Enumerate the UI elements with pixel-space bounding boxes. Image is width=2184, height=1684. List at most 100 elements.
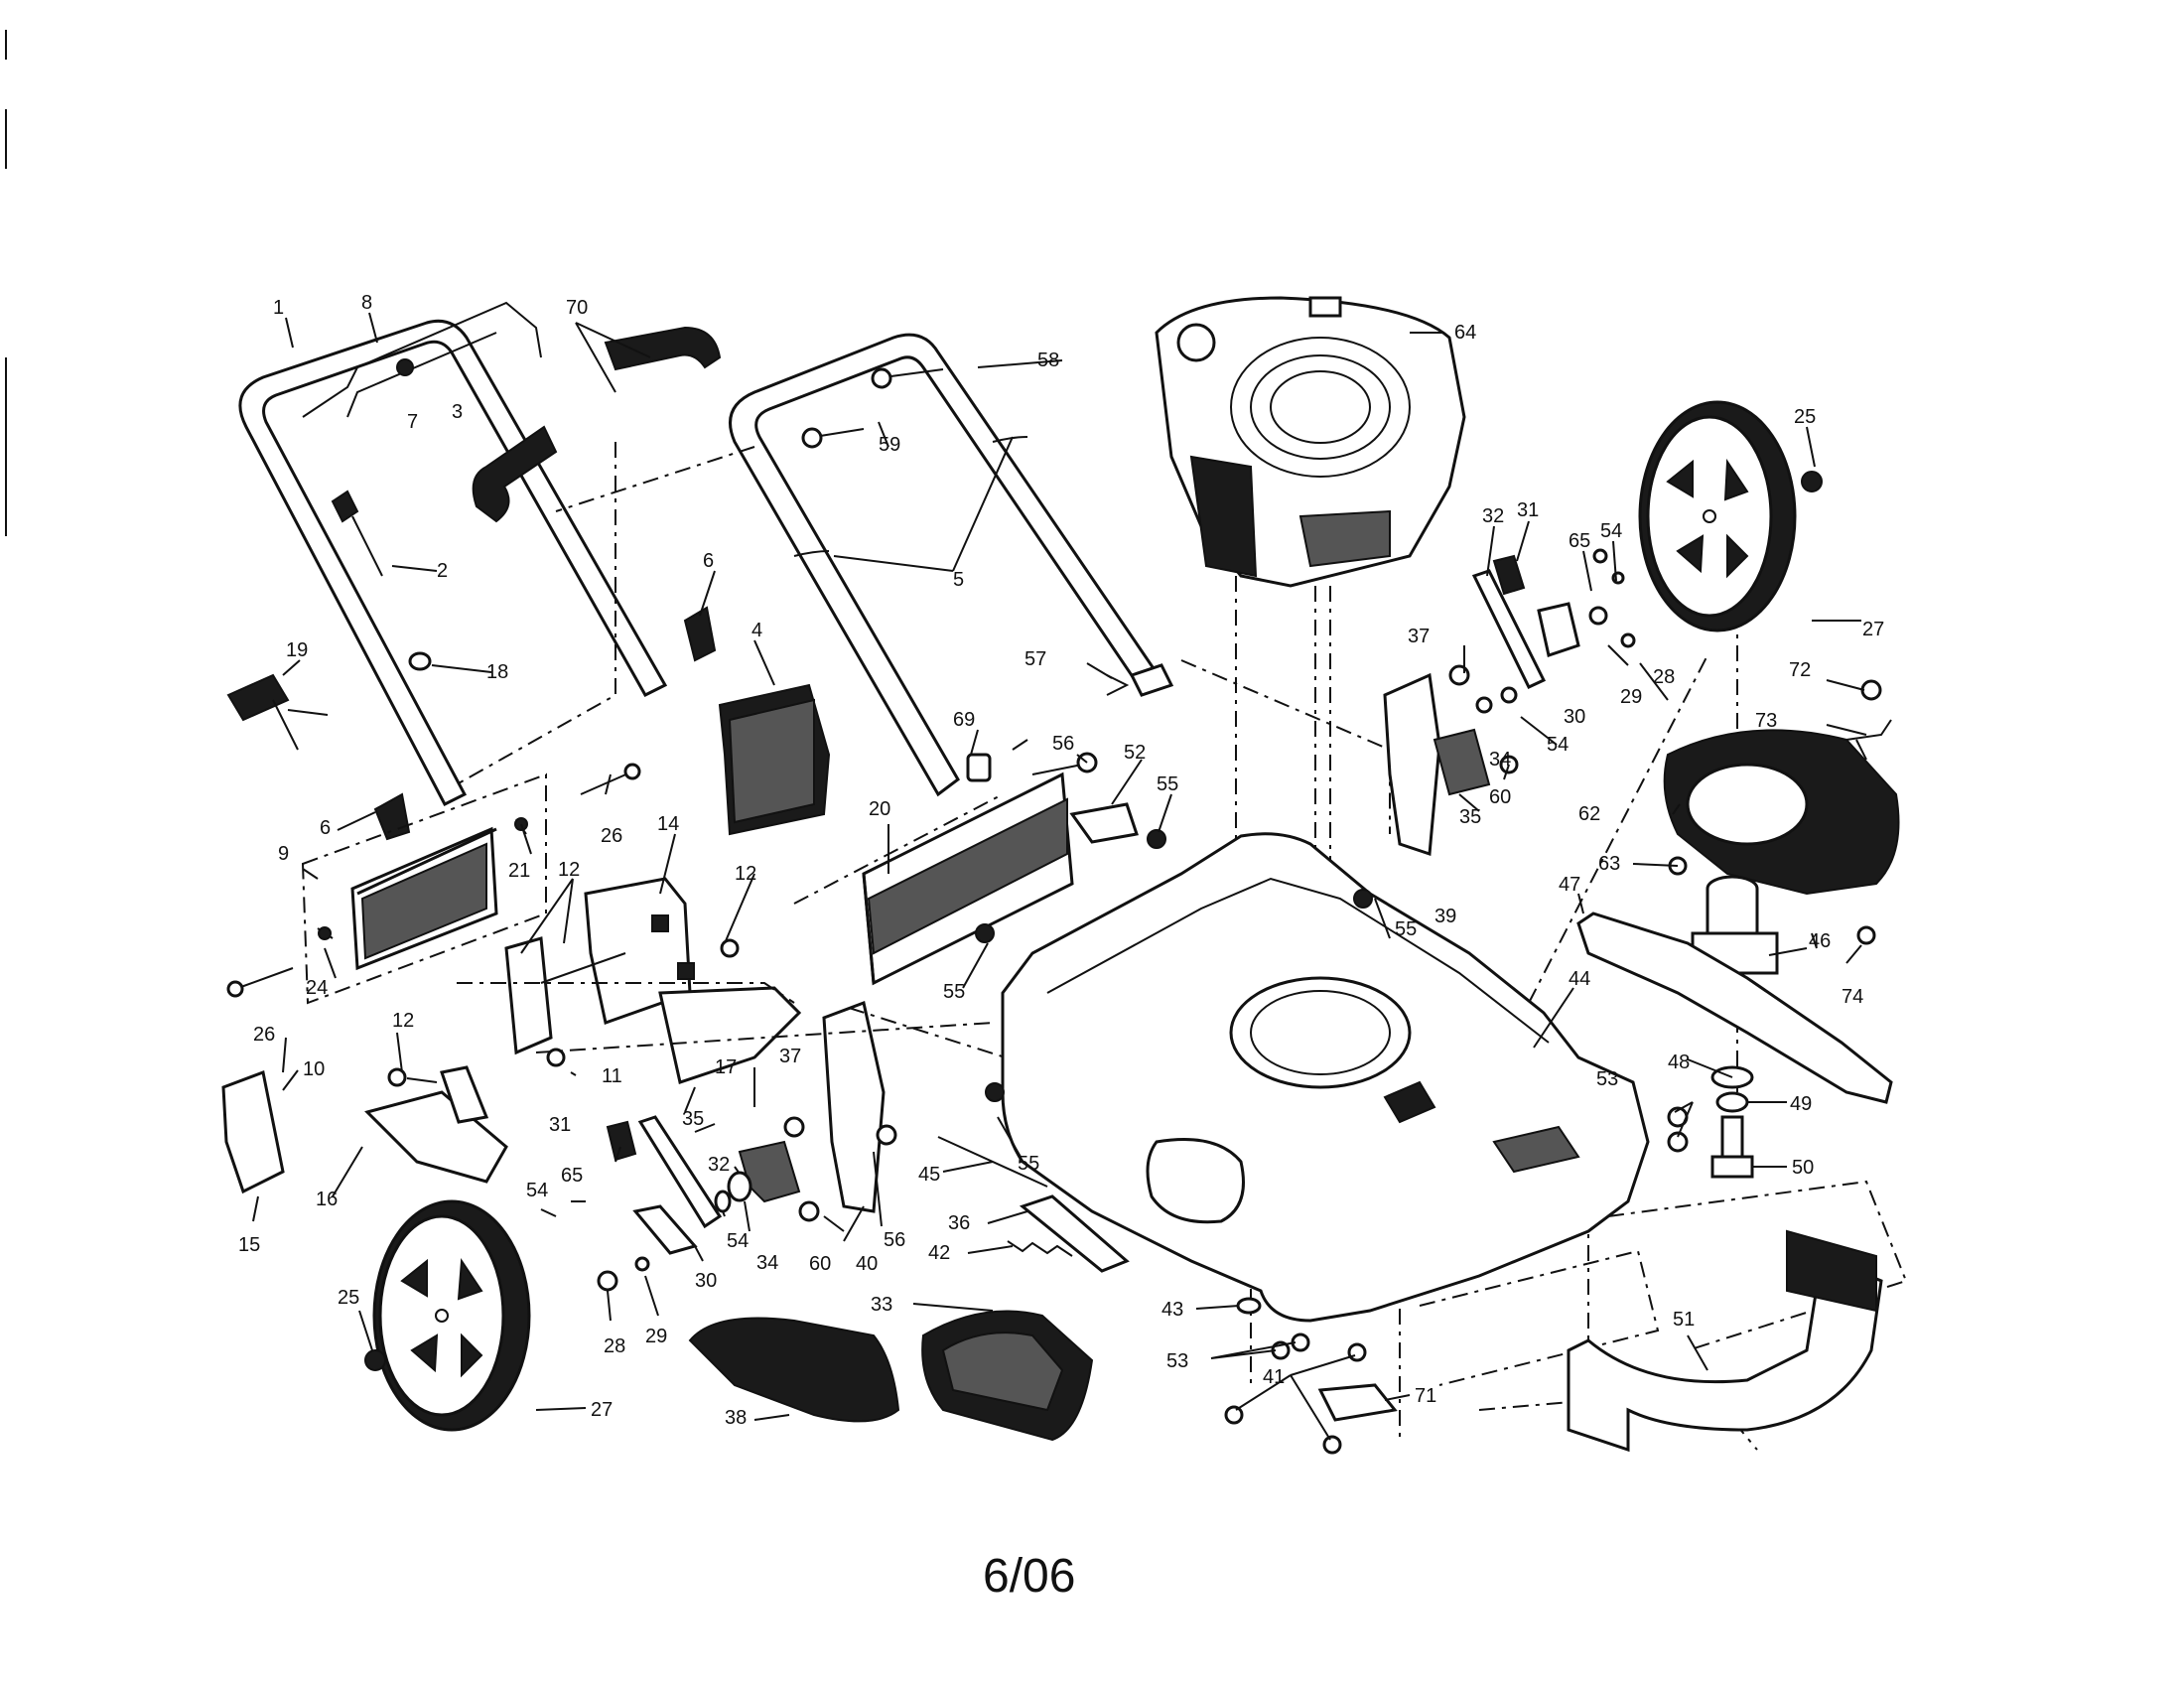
callout-55b: 55 [1395, 918, 1417, 940]
callout-53b: 53 [1166, 1350, 1188, 1372]
callout-32b: 32 [708, 1154, 730, 1176]
callout-55c: 55 [943, 981, 965, 1003]
lever-knob-31 [606, 1120, 637, 1162]
callout-62: 62 [1578, 803, 1600, 825]
callout-11: 11 [602, 1065, 622, 1087]
callout-32a: 32 [1482, 505, 1504, 527]
callout-44: 44 [1569, 968, 1590, 990]
callout-74: 74 [1842, 986, 1863, 1008]
callout-54d: 54 [727, 1230, 749, 1252]
bracket-71 [1317, 1383, 1398, 1422]
callout-33: 33 [871, 1294, 892, 1316]
spring-42 [1007, 1240, 1073, 1257]
rod-36 [1019, 1194, 1130, 1273]
lever-32-right [1471, 569, 1547, 689]
bolts-28-29-left [597, 1256, 650, 1292]
date-code: 6/06 [983, 1550, 1076, 1603]
callout-26a: 26 [601, 825, 622, 847]
mulch-cover-33 [921, 1310, 1094, 1442]
side-discharge-38 [688, 1317, 900, 1423]
handle-knob-6b [373, 792, 411, 841]
callout-71: 71 [1415, 1385, 1436, 1407]
wheel-nut-25-right [1801, 471, 1823, 492]
callout-30b: 30 [695, 1270, 717, 1292]
callout-51: 51 [1673, 1309, 1695, 1331]
callout-19: 19 [286, 639, 308, 661]
callout-42: 42 [928, 1242, 950, 1264]
callout-70: 70 [566, 297, 588, 319]
axle-bracket-16 [364, 1065, 508, 1184]
callout-6a: 6 [703, 550, 714, 572]
callout-28a: 28 [1653, 666, 1675, 688]
bolt-37b [783, 1116, 805, 1138]
baffle-62 [1663, 729, 1900, 896]
foam-grips [472, 326, 722, 523]
callout-1: 1 [273, 297, 284, 319]
callout-57: 57 [1024, 648, 1046, 670]
callout-21: 21 [508, 860, 530, 882]
callout-9: 9 [278, 843, 289, 865]
side-plate-15 [221, 1069, 285, 1194]
rear-door-20 [862, 772, 1074, 986]
callout-35b: 35 [682, 1108, 704, 1130]
wheel-27-right [1638, 400, 1797, 632]
rope-guide-19 [226, 673, 329, 751]
callout-12c: 12 [392, 1010, 414, 1032]
callout-50: 50 [1792, 1157, 1814, 1179]
washer-54 [714, 1190, 732, 1213]
upper-handle [238, 319, 668, 806]
wheel-27-left [372, 1199, 531, 1432]
callout-37b: 37 [779, 1046, 801, 1067]
engine-64 [1155, 296, 1466, 588]
bolts-53-right [1667, 1106, 1689, 1153]
callout-58: 58 [1037, 350, 1059, 371]
bracket-73 [1845, 719, 1892, 761]
callout-4: 4 [751, 620, 762, 641]
callout-64: 64 [1454, 322, 1476, 344]
callout-38: 38 [725, 1407, 747, 1429]
callout-35a: 35 [1459, 806, 1481, 828]
callout-29a: 29 [1620, 686, 1642, 708]
callout-30a: 30 [1564, 706, 1585, 728]
callout-37a: 37 [1408, 626, 1430, 647]
flap-52 [1069, 802, 1139, 844]
callout-49: 49 [1790, 1093, 1812, 1115]
washer-18 [408, 651, 432, 671]
callout-48: 48 [1668, 1052, 1690, 1073]
blade-47 [1576, 912, 1893, 1104]
axle-30 [632, 1204, 698, 1255]
chute-deflector-4 [718, 683, 831, 836]
callout-18: 18 [486, 661, 508, 683]
adjuster-plate-39 [1383, 672, 1441, 857]
callout-60b: 60 [809, 1253, 831, 1275]
callout-45: 45 [918, 1164, 940, 1186]
bolt-72 [1860, 679, 1882, 701]
bolts-59 [801, 367, 944, 449]
callout-27b: 27 [591, 1399, 613, 1421]
callout-46: 46 [1809, 930, 1831, 952]
bolt-60b [798, 1200, 820, 1222]
callout-65a: 65 [1569, 530, 1590, 552]
blade-bolt-50 [1710, 1065, 1754, 1179]
rods-26 [226, 763, 641, 998]
callout-17: 17 [715, 1056, 737, 1078]
callout-6b: 6 [320, 817, 331, 839]
axle-30-right [1537, 602, 1580, 657]
callout-12a: 12 [558, 859, 580, 881]
callout-labels: 1 8 70 58 64 25 7 3 59 2 5 6 32 31 65 54… [238, 292, 1884, 1429]
adjuster-gear-35-right [1433, 728, 1491, 796]
callout-5: 5 [953, 569, 964, 591]
wheel-nut-25-left [364, 1349, 386, 1371]
callout-28b: 28 [604, 1335, 625, 1357]
callout-7: 7 [407, 411, 418, 433]
callout-54a: 54 [1600, 520, 1622, 542]
bolt-7 [396, 358, 414, 376]
leader-lines [252, 312, 1867, 1441]
bracket-17 [658, 986, 802, 1084]
lower-handle [729, 333, 1174, 797]
callout-2: 2 [437, 560, 448, 582]
callout-24: 24 [306, 977, 328, 999]
callout-16: 16 [316, 1189, 338, 1210]
callout-41: 41 [1263, 1366, 1285, 1388]
callout-59: 59 [879, 434, 900, 456]
